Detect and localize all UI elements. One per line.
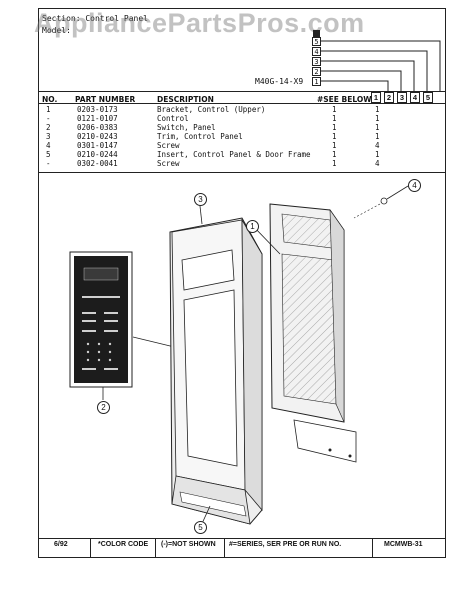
col-header-series-2: 2 [384, 92, 394, 103]
col-header-series-1: 1 [371, 92, 381, 103]
row-no: 3 [46, 132, 51, 141]
row-see: 1 [332, 114, 337, 123]
control-bracket [269, 203, 357, 463]
row-description: Screw [157, 159, 180, 168]
exploded-parts-illustration [69, 185, 409, 529]
row-qty: 1 [375, 105, 380, 114]
footer-date: 6/92 [54, 541, 68, 548]
row-qty: 4 [375, 141, 380, 150]
row-description: Control [157, 114, 189, 123]
callout-1: 1 [246, 220, 259, 233]
model-label: Model: [42, 26, 71, 35]
col-header-description: DESCRIPTION [157, 95, 214, 104]
row-qty: 4 [375, 159, 380, 168]
row-no: - [46, 159, 51, 168]
row-part-number: 0301-0147 [77, 141, 118, 150]
row-part-number: 0302-0041 [77, 159, 118, 168]
row-part-number: 0210-0243 [77, 132, 118, 141]
col-header-series-5: 5 [423, 92, 433, 103]
row-see: 1 [332, 123, 337, 132]
row-no: 4 [46, 141, 51, 150]
col-header-series-4: 4 [410, 92, 420, 103]
table-bottom-rule [38, 172, 446, 173]
row-no: - [46, 114, 51, 123]
col-header-series-3: 3 [397, 92, 407, 103]
col-header-see-below: #SEE BELOW [317, 95, 372, 104]
footer-rule [38, 538, 446, 539]
page-frame [38, 8, 446, 558]
watermark-logo: AppliancePartsPros.com [34, 8, 365, 38]
row-no: 2 [46, 123, 51, 132]
control-panel-trim [169, 217, 263, 525]
row-description: Trim, Control Panel [157, 132, 243, 141]
row-see: 1 [332, 150, 337, 159]
row-part-number: 0206-0383 [77, 123, 118, 132]
series-box-3: 3 [312, 57, 321, 66]
series-box-1: 1 [312, 77, 321, 86]
row-qty: 1 [375, 114, 380, 123]
row-no: 1 [46, 105, 51, 114]
row-qty: 1 [375, 150, 380, 159]
row-description: Screw [157, 141, 180, 150]
table-top-rule [38, 91, 446, 92]
callout-2: 2 [97, 401, 110, 414]
footer-page-code: MCMWB-31 [384, 541, 423, 548]
callout-3: 3 [194, 193, 207, 206]
col-header-no: NO. [42, 95, 58, 104]
row-qty: 1 [375, 123, 380, 132]
series-box-2: 2 [312, 67, 321, 76]
row-see: 1 [332, 132, 337, 141]
footer-color-code: *COLOR CODE [98, 541, 149, 548]
row-part-number: 0203-0173 [77, 105, 118, 114]
row-description: Bracket, Control (Upper) [157, 105, 266, 114]
callout-4: 4 [408, 179, 421, 192]
series-leader-lines [321, 40, 441, 92]
footer-divider [155, 538, 156, 558]
screw [353, 185, 409, 219]
row-part-number: 0210-0244 [77, 150, 118, 159]
row-see: 1 [332, 159, 337, 168]
row-part-number: 0121-0107 [77, 114, 118, 123]
row-description: Insert, Control Panel & Door Frame [157, 150, 311, 159]
row-description: Switch, Panel [157, 123, 216, 132]
footer-divider [90, 538, 91, 558]
callout-5: 5 [194, 521, 207, 534]
control-panel-keypad [69, 251, 133, 388]
row-qty: 1 [375, 132, 380, 141]
col-header-part-number: PART NUMBER [75, 95, 136, 104]
row-no: 5 [46, 150, 51, 159]
series-box-4: 4 [312, 47, 321, 56]
footer-series-note: #=SERIES, SER PRE OR RUN NO. [229, 541, 342, 548]
row-see: 1 [332, 141, 337, 150]
series-box-5: 5 [312, 37, 321, 46]
footer-divider [224, 538, 225, 558]
series-marker [313, 30, 320, 37]
model-number: M40G-14-X9 [255, 77, 304, 86]
footer-divider [372, 538, 373, 558]
table-header-rule [38, 103, 446, 104]
row-see: 1 [332, 105, 337, 114]
footer-not-shown: (-)=NOT SHOWN [161, 541, 216, 548]
section-title: Section: Control Panel [42, 14, 148, 23]
